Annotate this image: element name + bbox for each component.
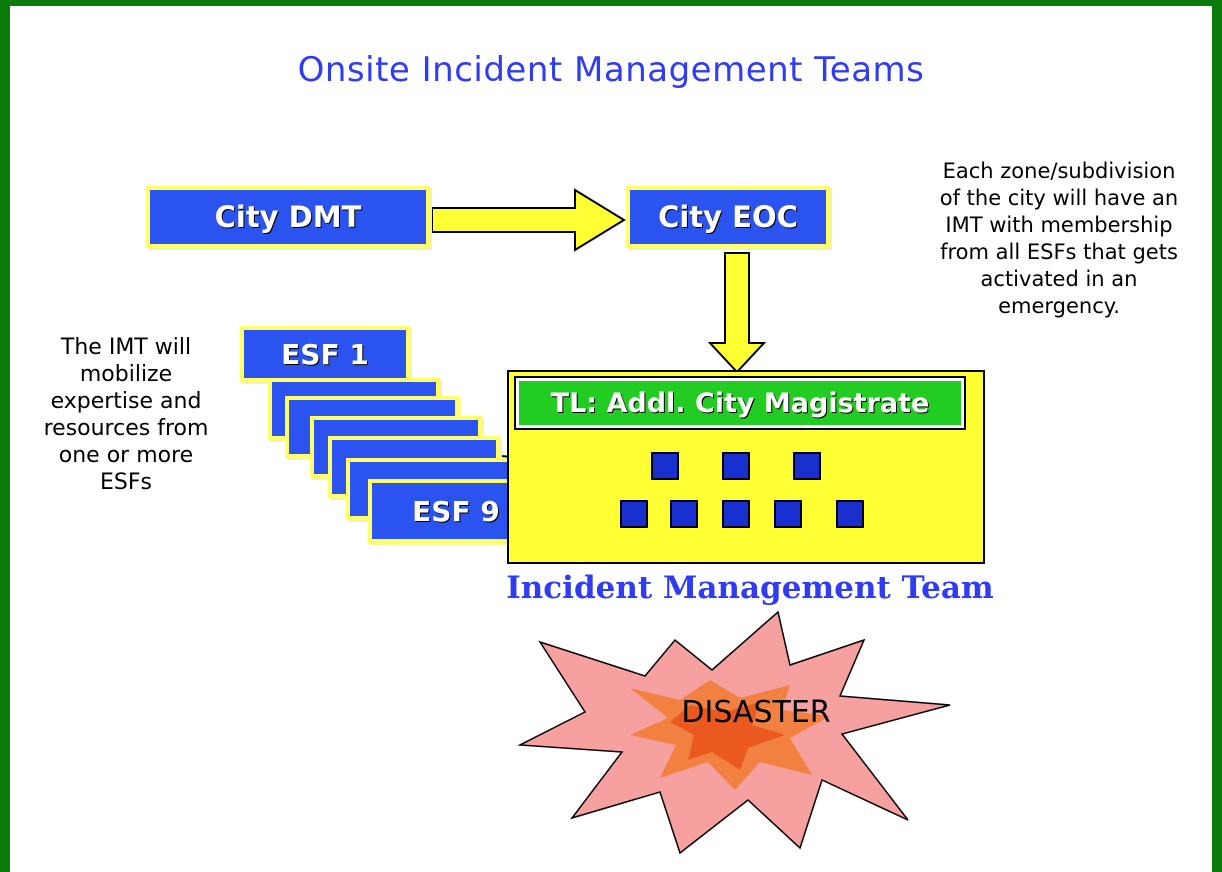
imt-caption: Incident Management Team: [506, 570, 994, 606]
left-note-line: one or more: [58, 443, 194, 468]
burst-core: [670, 702, 785, 770]
diagram-title: Onsite Incident Management Teams: [297, 50, 925, 90]
right-note: Each zone/subdivision of the city will h…: [900, 158, 1218, 320]
team-member-square: [620, 500, 648, 528]
right-note-line: activated in an: [980, 267, 1138, 291]
team-member-square: [670, 500, 698, 528]
right-note-line: from all ESFs that gets: [940, 240, 1178, 264]
right-note-line: IMT with membership: [945, 213, 1173, 237]
team-member-square: [793, 452, 821, 480]
city-eoc-box: City EOC: [626, 186, 830, 248]
team-member-square: [836, 500, 864, 528]
disaster-label: DISASTER: [681, 695, 831, 730]
left-note-line: ESFs: [100, 470, 152, 495]
team-member-square: [651, 452, 679, 480]
team-member-square: [722, 452, 750, 480]
left-note-line: resources from: [43, 416, 209, 441]
right-note-line: emergency.: [998, 294, 1120, 318]
left-note-line: The IMT will: [60, 335, 192, 360]
right-note-line: of the city will have an: [939, 186, 1179, 210]
arrow-dmt-to-eoc: [431, 188, 626, 252]
left-note-line: expertise and: [50, 389, 202, 414]
left-note-line: mobilize: [79, 362, 173, 387]
city-dmt-box: City DMT: [146, 186, 430, 248]
left-note: The IMT will mobilize expertise and reso…: [28, 334, 224, 496]
team-leader-box: TL: Addl. City Magistrate: [514, 376, 966, 430]
team-member-square: [774, 500, 802, 528]
arrow-eoc-to-imt: [707, 252, 767, 374]
team-member-square: [722, 500, 750, 528]
right-note-line: Each zone/subdivision: [942, 159, 1176, 183]
